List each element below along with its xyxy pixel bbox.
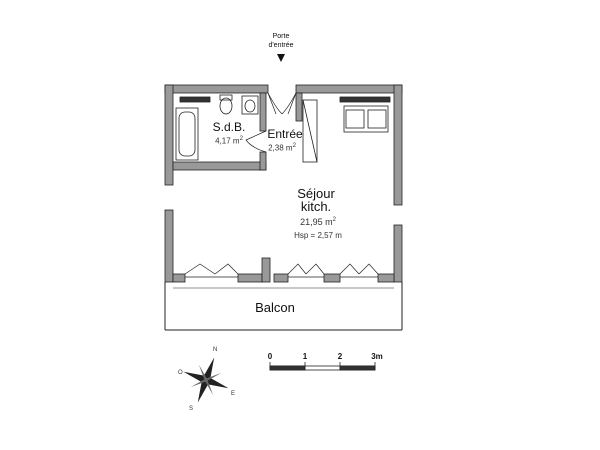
room-sejour-height: Hsp = 2,57 m	[294, 231, 342, 240]
kitchen-counter	[339, 96, 391, 133]
wall-right-lower	[393, 224, 403, 283]
compass-n: N	[213, 347, 218, 353]
entrance-label: Porte d'entrée	[256, 32, 306, 50]
scale-bar	[269, 362, 376, 371]
wall-top-right	[295, 84, 403, 94]
room-entree-area-value: 2,38 m	[268, 143, 293, 153]
room-sdb-area-value: 4,17 m	[215, 136, 240, 146]
wall-bathroom-right-lower	[259, 151, 267, 171]
wall-left-lower	[164, 209, 174, 283]
room-sejour-area: 21,95 m2	[300, 217, 336, 227]
room-entree-area: 2,38 m2	[268, 143, 296, 153]
compass-s: S	[189, 406, 194, 412]
bathroom-fixtures	[175, 94, 259, 161]
room-sdb-area-exp: 2	[239, 136, 243, 142]
room-sejour-name-line1: Séjour	[297, 186, 335, 201]
walls	[164, 84, 403, 283]
room-entree-area-exp: 2	[292, 143, 296, 149]
bathtub	[175, 107, 199, 161]
wall-entree-right	[295, 92, 303, 122]
entrance-label-line2: d'entrée	[268, 42, 294, 49]
entrance-arrow-icon	[277, 54, 285, 62]
scale-tick-1: 1	[302, 352, 308, 361]
scale-tick-2: 2	[337, 352, 343, 361]
compass-rose-icon	[183, 357, 229, 403]
entree-closet	[302, 99, 318, 163]
room-sdb-area: 4,17 m2	[215, 136, 243, 146]
balcony	[164, 282, 403, 331]
wall-bottom-2	[237, 273, 263, 283]
wall-bottom-4	[323, 273, 341, 283]
compass-e: E	[231, 391, 236, 397]
room-balcon-name: Balcon	[255, 300, 295, 315]
wall-bottom-3	[273, 273, 289, 283]
scale-tick-3: 3m	[371, 352, 383, 361]
scale-tick-0: 0	[267, 352, 273, 361]
compass-o: O	[178, 370, 183, 376]
wall-bathroom-bottom	[172, 161, 267, 171]
wall-pillar	[261, 257, 271, 283]
wall-bathroom-right	[259, 92, 267, 132]
room-sejour-area-value: 21,95 m	[300, 217, 333, 227]
wall-left-upper	[164, 84, 174, 186]
wall-top-left	[164, 84, 269, 94]
toilet	[219, 97, 233, 115]
wall-bottom-5	[377, 273, 395, 283]
wall-right-upper	[393, 84, 403, 206]
bathroom-shelf	[179, 96, 211, 103]
entrance-label-line1: Porte	[272, 33, 290, 40]
room-sejour-area-exp: 2	[332, 217, 336, 223]
wall-bottom-1	[172, 273, 186, 283]
room-sejour-name-line2: kitch.	[300, 199, 332, 214]
sink	[241, 95, 259, 115]
doors	[184, 92, 379, 278]
room-entree-name: Entrée	[267, 127, 303, 141]
room-sdb-name: S.d.B.	[212, 120, 246, 134]
